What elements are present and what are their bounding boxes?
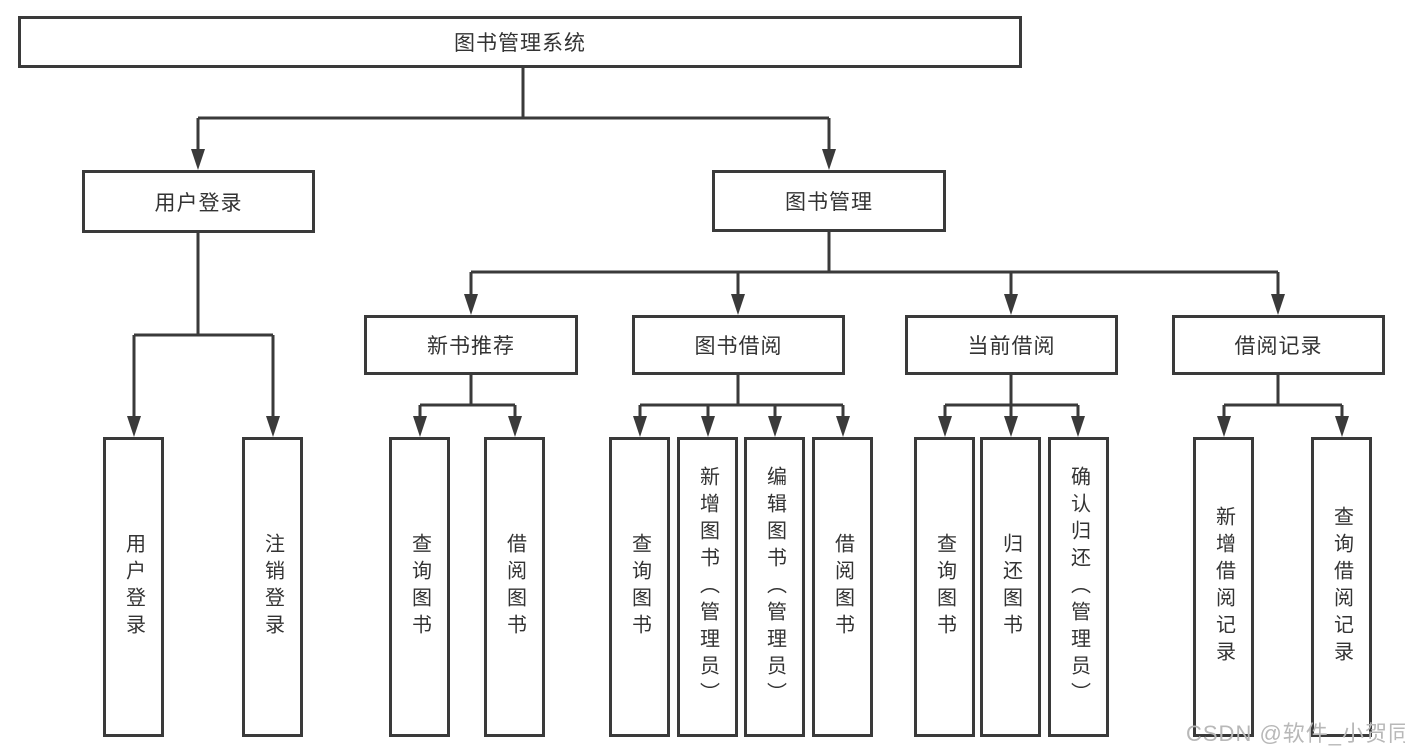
connector-book-management-to-level3 bbox=[464, 232, 1285, 315]
leaf-add-books-admin: 新增图书（管理员） bbox=[677, 437, 738, 737]
node-library-management-system: 图书管理系统 bbox=[18, 16, 1022, 68]
arrow-down-icon bbox=[1071, 416, 1085, 437]
leaf-borrow-books-borrow: 借阅图书 bbox=[812, 437, 873, 737]
leaf-add-borrow-record: 新增借阅记录 bbox=[1193, 437, 1254, 737]
arrow-down-icon bbox=[836, 416, 850, 437]
connector-new-book-recommend-to-leaves bbox=[413, 375, 522, 437]
node-book-borrow: 图书借阅 bbox=[632, 315, 845, 375]
arrow-down-icon bbox=[633, 416, 647, 437]
leaf-query-books-recommend: 查询图书 bbox=[389, 437, 450, 737]
arrow-down-icon bbox=[938, 416, 952, 437]
arrow-down-icon bbox=[1217, 416, 1231, 437]
leaf-return-books: 归还图书 bbox=[980, 437, 1041, 737]
watermark: CSDN @软件_小贺同学 bbox=[1186, 721, 1405, 746]
connector-current-borrow-to-leaves bbox=[938, 375, 1085, 437]
arrow-down-icon bbox=[266, 416, 280, 437]
connector-root-to-level2 bbox=[191, 68, 836, 170]
node-book-management: 图书管理 bbox=[712, 170, 946, 232]
arrow-down-icon bbox=[413, 416, 427, 437]
arrow-down-icon bbox=[191, 149, 205, 170]
leaf-edit-books-admin: 编辑图书（管理员） bbox=[744, 437, 805, 737]
connector-user-login-to-leaves bbox=[127, 233, 280, 437]
arrow-down-icon bbox=[464, 294, 478, 315]
leaf-user-login: 用户登录 bbox=[103, 437, 164, 737]
arrow-down-icon bbox=[731, 294, 745, 315]
arrow-down-icon bbox=[1004, 294, 1018, 315]
node-new-book-recommend: 新书推荐 bbox=[364, 315, 578, 375]
arrow-down-icon bbox=[1335, 416, 1349, 437]
leaf-confirm-return-admin: 确认归还（管理员） bbox=[1048, 437, 1109, 737]
leaf-query-books-current: 查询图书 bbox=[914, 437, 975, 737]
connector-borrow-records-to-leaves bbox=[1217, 375, 1349, 437]
leaf-logout-login: 注销登录 bbox=[242, 437, 303, 737]
node-user-login: 用户登录 bbox=[82, 170, 315, 233]
arrow-down-icon bbox=[1271, 294, 1285, 315]
arrow-down-icon bbox=[127, 416, 141, 437]
arrow-down-icon bbox=[768, 416, 782, 437]
leaf-query-borrow-record: 查询借阅记录 bbox=[1311, 437, 1372, 737]
arrow-down-icon bbox=[701, 416, 715, 437]
leaf-query-books-borrow: 查询图书 bbox=[609, 437, 670, 737]
leaf-borrow-books-recommend: 借阅图书 bbox=[484, 437, 545, 737]
arrow-down-icon bbox=[508, 416, 522, 437]
connector-book-borrow-to-leaves bbox=[633, 375, 850, 437]
node-borrow-records: 借阅记录 bbox=[1172, 315, 1385, 375]
arrow-down-icon bbox=[822, 149, 836, 170]
arrow-down-icon bbox=[1004, 416, 1018, 437]
node-current-borrow: 当前借阅 bbox=[905, 315, 1118, 375]
